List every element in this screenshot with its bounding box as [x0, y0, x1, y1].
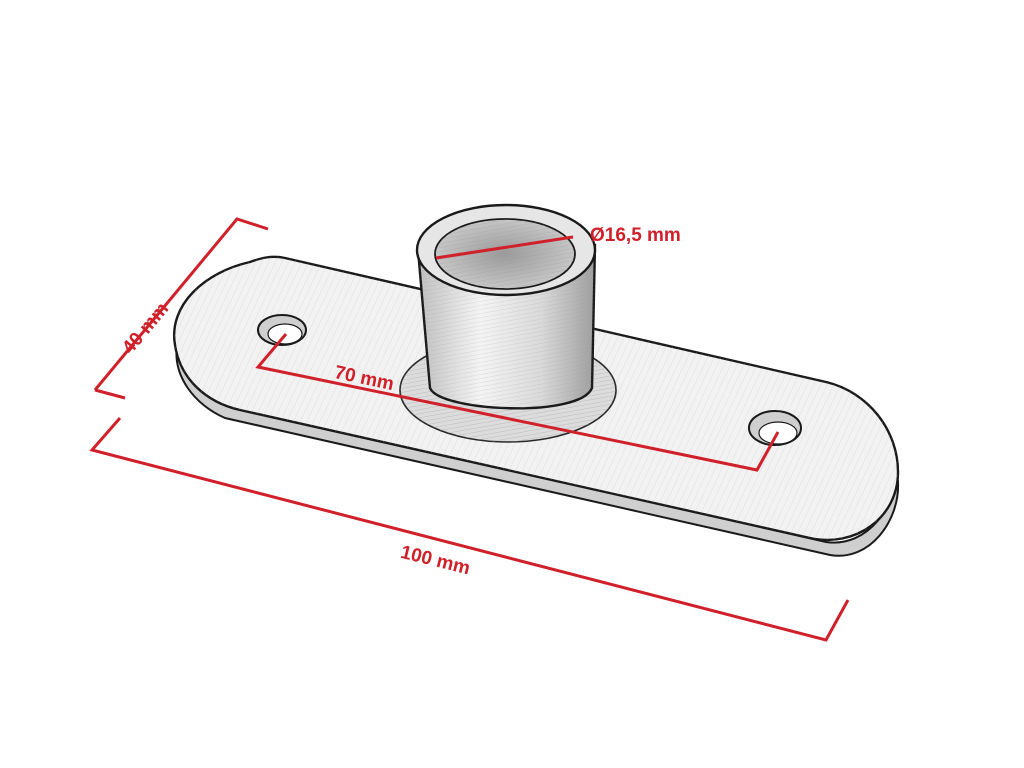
dim-line-70mm [255, 333, 780, 472]
dim-line-100mm [89, 417, 850, 642]
dimension-lines [89, 217, 850, 642]
label-tube-diameter: Ø16,5 mm [590, 225, 681, 246]
tube [415, 203, 597, 410]
mounting-hole-left [257, 314, 307, 346]
label-depth: 40 mm [118, 299, 173, 359]
dim-line-diameter [435, 235, 574, 260]
label-width: 100 mm [398, 542, 472, 579]
dim-line-40mm [93, 217, 269, 391]
